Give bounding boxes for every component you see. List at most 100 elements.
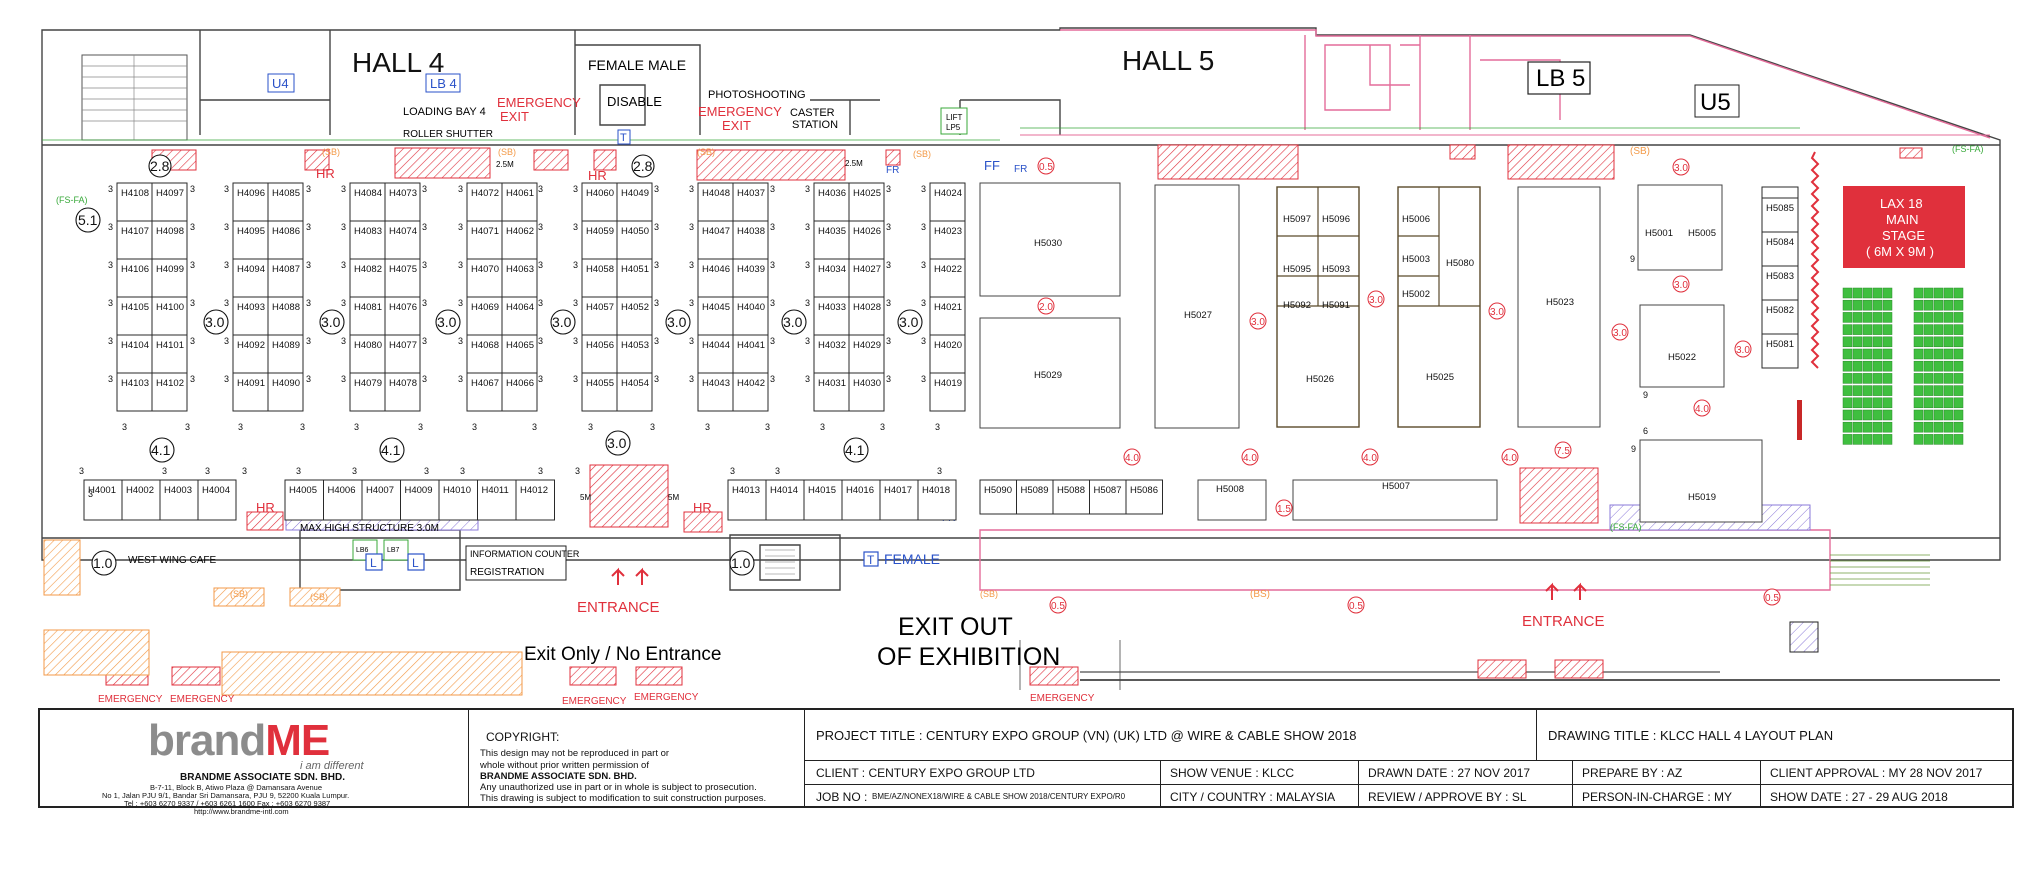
logo-tagline: i am different (300, 760, 364, 772)
stage-seat (1943, 299, 1954, 311)
stage-seat (1872, 348, 1883, 360)
svg-text:3: 3 (730, 466, 735, 476)
booth-h4096: H4096 (232, 182, 269, 222)
dim-5m-label-2: 5M (668, 493, 679, 502)
job-no-label: JOB NO : (816, 790, 868, 804)
svg-text:H4039: H4039 (737, 264, 765, 275)
svg-text:3: 3 (108, 184, 113, 194)
city-country-field: CITY / COUNTRY : MALAYSIA (1170, 790, 1336, 804)
stage-seat (1852, 373, 1863, 384)
svg-text:H5087: H5087 (1094, 485, 1122, 496)
hall4-label: HALL 4 (352, 47, 444, 78)
svg-text:H4065: H4065 (506, 340, 534, 351)
booth-h5027: H5027 (1184, 310, 1212, 321)
svg-text:H4018: H4018 (922, 485, 950, 496)
svg-text:H4067: H4067 (471, 378, 499, 389)
emergency-exit-label-2: EMERGENCY (698, 104, 782, 119)
booth-h4089: H4089 (267, 334, 304, 374)
show-venue-field: SHOW VENUE : KLCC (1170, 766, 1295, 780)
svg-text:H4033: H4033 (818, 302, 846, 313)
stage-seat (1953, 336, 1964, 348)
svg-text:H4021: H4021 (934, 302, 962, 313)
aisle-41-2: 4.1 (381, 442, 401, 458)
fsfa-label-2: (FS-FA) (1952, 144, 1984, 154)
booth-h5089: H5089 (1016, 479, 1054, 515)
stage-seat (1852, 287, 1863, 299)
stage-seat (1852, 360, 1863, 372)
company-tel: Tel : +603 6270 9337 / +603 6261 1600 Fa… (124, 799, 331, 808)
booth-h4036: H4036 (813, 182, 850, 222)
svg-text:H4094: H4094 (237, 264, 265, 275)
svg-text:H4040: H4040 (737, 302, 765, 313)
aisle-75: 7.5 (1556, 446, 1570, 457)
svg-text:3: 3 (770, 260, 775, 270)
svg-text:H4024: H4024 (934, 188, 962, 199)
booth-h4054: H4054 (616, 372, 653, 412)
svg-text:H4056: H4056 (586, 340, 614, 351)
stage-seat (1923, 409, 1934, 421)
booth-h5092: H5092 (1283, 300, 1311, 311)
aisle-30-6: 3.0 (783, 314, 803, 330)
svg-text:3: 3 (190, 184, 195, 194)
booth-h4090: H4090 (267, 372, 304, 412)
booth-h4029: H4029 (848, 334, 885, 374)
stage-seat (1872, 360, 1883, 372)
svg-text:3: 3 (108, 260, 113, 270)
stage-seat (1842, 312, 1853, 323)
svg-text:H4025: H4025 (853, 188, 881, 199)
booth-h5006: H5006 (1402, 214, 1430, 225)
booth-h4041: H4041 (732, 334, 769, 374)
booth-h4046: H4046 (697, 258, 734, 298)
aisle-h5-30-6: 3.0 (1674, 280, 1688, 291)
stage-seat (1923, 299, 1934, 311)
booth-h4052: H4052 (616, 296, 653, 336)
lb6-label: LB6 (356, 547, 369, 554)
svg-text:3: 3 (162, 466, 167, 476)
booth-h4011: H4011 (477, 479, 517, 521)
svg-text:H4080: H4080 (354, 340, 382, 351)
svg-text:H4058: H4058 (586, 264, 614, 275)
sb-label-1: (SB) (322, 147, 340, 157)
aisle-markers-hall5: 0.5 2.0 3.0 3.0 3.0 3.0 3.0 3.0 3.0 4.0 … (1037, 157, 1781, 614)
booth-h4018: H4018 (917, 479, 957, 521)
stage-seat (1882, 434, 1893, 445)
stage-seat (1943, 348, 1954, 360)
svg-text:3: 3 (458, 336, 463, 346)
booth-h5087: H5087 (1089, 479, 1127, 515)
booth-h4006: H4006 (323, 479, 363, 521)
svg-text:H4106: H4106 (121, 264, 149, 275)
svg-text:3: 3 (538, 374, 543, 384)
booth-h4078: H4078 (384, 372, 421, 412)
svg-text:H4078: H4078 (389, 378, 417, 389)
booth-h4021: H4021 (929, 296, 966, 336)
stage-seat (1862, 360, 1873, 372)
booth-h5086: H5086 (1125, 479, 1163, 515)
booth-h4097: H4097 (151, 182, 188, 222)
booth-h4084: H4084 (349, 182, 386, 222)
svg-text:H4057: H4057 (586, 302, 614, 313)
svg-text:3: 3 (886, 374, 891, 384)
booth-h5093: H5093 (1322, 264, 1350, 275)
svg-text:H4051: H4051 (621, 264, 649, 275)
booth-h4037: H4037 (732, 182, 769, 222)
svg-text:H4047: H4047 (702, 226, 730, 237)
stage-seat (1943, 397, 1954, 409)
stage-seat (1862, 324, 1873, 335)
booth-h5008: H5008 (1216, 484, 1244, 495)
stage-line2: MAIN (1886, 212, 1919, 227)
title-block: brandME i am different BRANDME ASSOCIATE… (38, 708, 2014, 816)
booth-h4106: H4106 (116, 258, 153, 298)
booth-h4043: H4043 (697, 372, 734, 412)
svg-text:H4007: H4007 (366, 485, 394, 496)
stage-seat (1842, 287, 1853, 299)
svg-text:L: L (370, 556, 377, 570)
booth-h4051: H4051 (616, 258, 653, 298)
booth-h4009: H4009 (400, 479, 440, 521)
svg-text:3: 3 (921, 222, 926, 232)
fr-label-1: FR (886, 165, 899, 176)
svg-text:3: 3 (190, 260, 195, 270)
booth-h4010: H4010 (438, 479, 478, 521)
svg-text:H4096: H4096 (237, 188, 265, 199)
stage-seat (1913, 434, 1924, 445)
